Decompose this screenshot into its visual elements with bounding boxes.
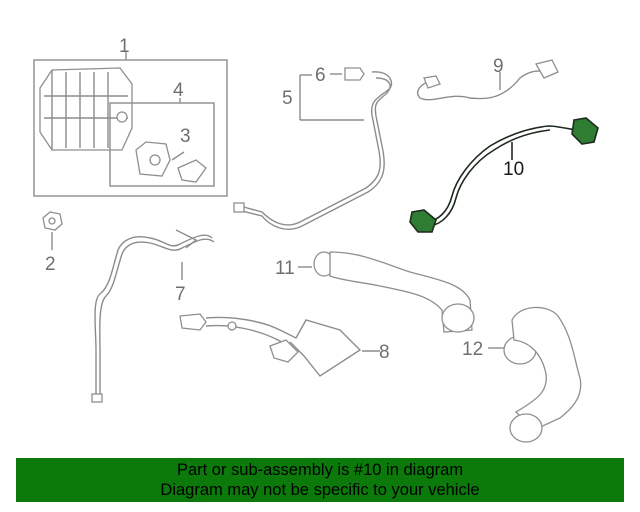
callout-7: 7 xyxy=(175,284,186,305)
callout-6: 6 xyxy=(315,65,326,86)
banner-line-1: Part or sub-assembly is #10 in diagram xyxy=(176,461,464,479)
parts-diagram: 1 4 3 2 6 5 9 xyxy=(33,36,599,443)
callout-11: 11 xyxy=(275,258,295,279)
part-7-pipe xyxy=(91,229,215,403)
part-11-hose xyxy=(298,251,475,333)
callout-12: 12 xyxy=(462,339,483,360)
callout-1: 1 xyxy=(119,36,130,57)
part-2-nut xyxy=(42,211,63,250)
part-10-sensor-highlighted xyxy=(409,117,599,233)
banner-line-2: Diagram may not be specific to your vehi… xyxy=(160,481,480,499)
callout-10: 10 xyxy=(503,159,524,180)
callout-2: 2 xyxy=(45,254,56,275)
notice-banner: Part or sub-assembly is #10 in diagram D… xyxy=(16,458,624,502)
part-9-sensor xyxy=(416,59,559,101)
callout-3: 3 xyxy=(180,126,191,147)
callout-9: 9 xyxy=(493,56,504,77)
part-12-hose xyxy=(488,306,582,443)
part-4-valve-group xyxy=(109,98,215,187)
callout-4: 4 xyxy=(173,80,184,101)
callout-8: 8 xyxy=(379,342,390,363)
part-8-hose xyxy=(179,313,380,377)
callout-5: 5 xyxy=(282,88,293,109)
part-5-tube xyxy=(233,67,393,230)
part-1-canister-group xyxy=(33,52,228,197)
